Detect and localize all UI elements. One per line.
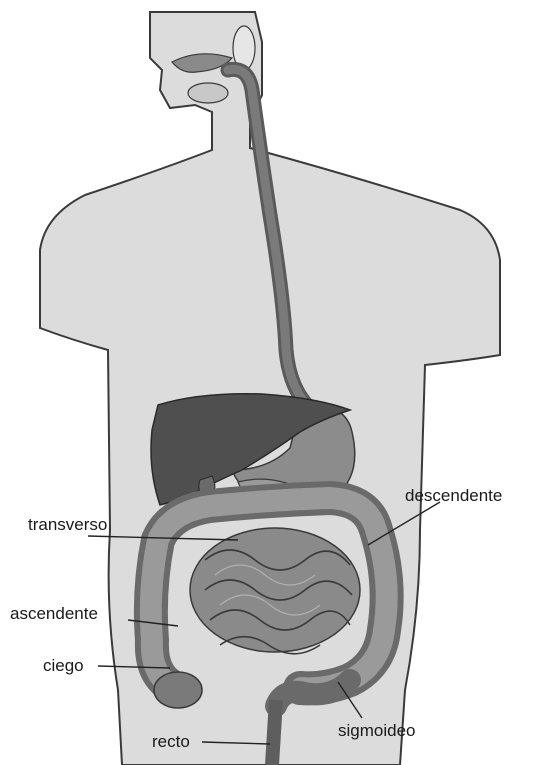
cecum — [154, 672, 202, 708]
tongue — [188, 83, 228, 103]
rectum — [272, 700, 276, 765]
label-descendente: descendente — [405, 487, 502, 504]
label-recto: recto — [152, 733, 190, 750]
label-ciego: ciego — [43, 657, 84, 674]
label-sigmoideo: sigmoideo — [338, 722, 416, 739]
label-transverso: transverso — [28, 516, 107, 533]
label-ascendente: ascendente — [10, 605, 98, 622]
small-intestine — [190, 528, 360, 654]
